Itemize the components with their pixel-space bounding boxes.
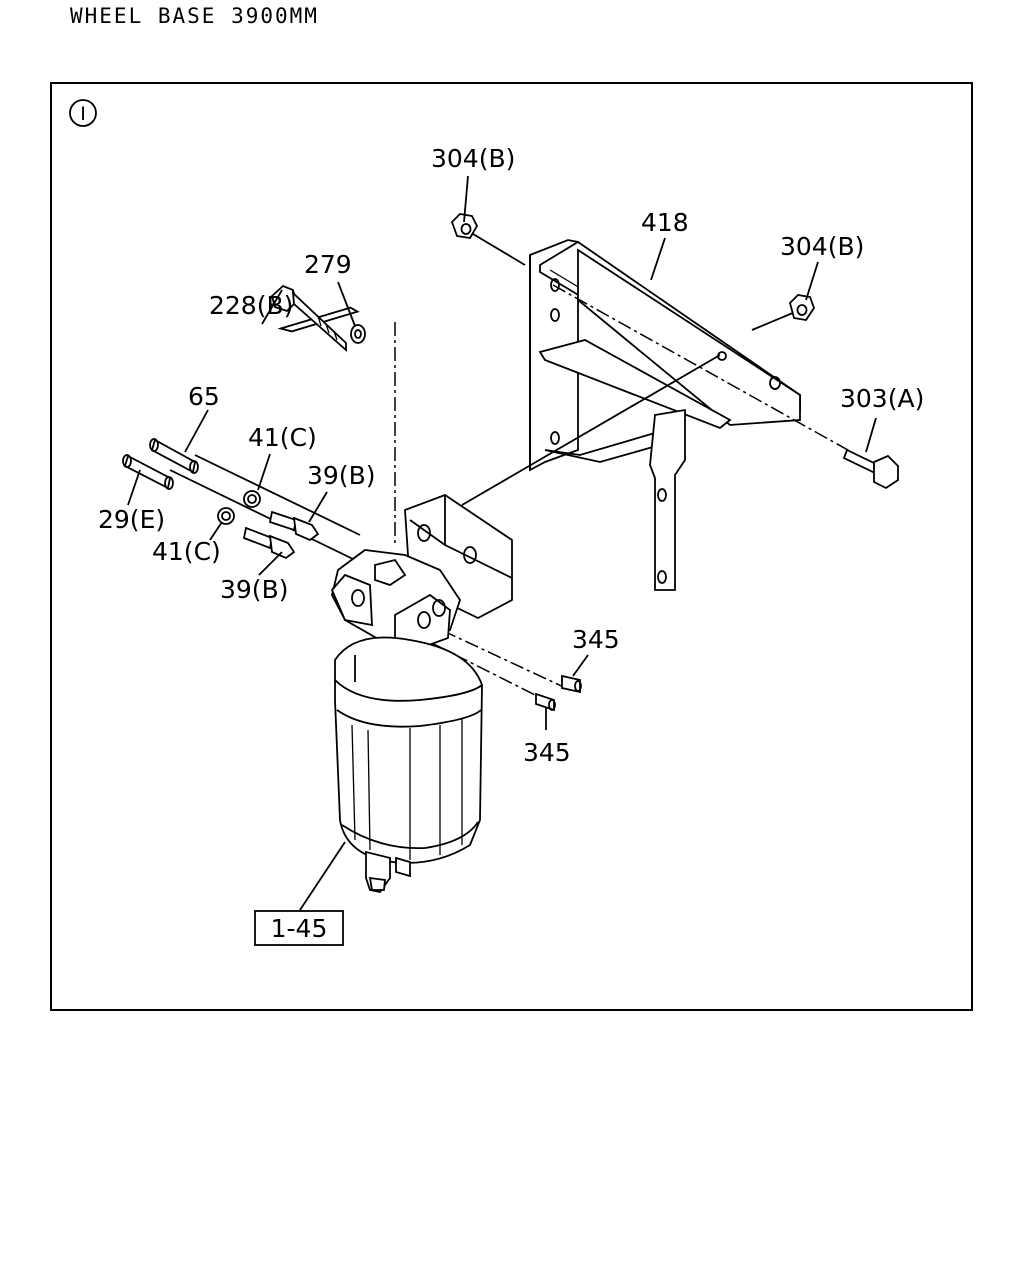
bracket-418: [529, 239, 801, 591]
callout-29e: 29(E): [98, 505, 165, 534]
callout-1-45-box: 1-45: [254, 910, 344, 946]
callout-39b-top: 39(B): [307, 461, 375, 490]
callout-39b-bottom: 39(B): [220, 575, 288, 604]
centerline-303a: [552, 284, 881, 469]
bolt-303a: [842, 448, 899, 490]
callout-304b-right: 304(B): [780, 232, 864, 261]
page-title: WHEEL BASE 3900MM: [70, 4, 319, 28]
washer-279: [350, 324, 366, 344]
bolt-228b-thread-marks: [317, 315, 338, 341]
callout-41c-bottom: 41(C): [152, 537, 221, 566]
callout-65: 65: [188, 382, 220, 411]
callout-418: 418: [641, 208, 689, 237]
fitting-39b-bottom: [242, 526, 296, 560]
view-marker-label: I: [80, 103, 86, 125]
diagram-frame: [50, 82, 973, 1011]
view-marker: I: [69, 99, 97, 127]
fuel-filter-assembly: [330, 493, 513, 893]
callout-304b-top: 304(B): [431, 144, 515, 173]
leader-lines: [127, 175, 877, 911]
plug-345-bottom: [535, 692, 556, 712]
callout-303a: 303(A): [840, 384, 924, 413]
callout-345-bottom: 345: [523, 738, 571, 767]
clamp-41c-bottom: [217, 507, 235, 525]
callout-41c-top: 41(C): [248, 423, 317, 452]
centerline-bracket: [461, 354, 721, 506]
hose-65: [149, 438, 199, 474]
callout-228b: 228(B): [209, 291, 293, 320]
callout-1-45: 1-45: [271, 914, 328, 943]
plug-345-top: [561, 674, 582, 694]
centerline-304b-top: [462, 227, 526, 266]
hose-29e: [122, 454, 174, 490]
nut-304b-right: [788, 294, 816, 321]
callout-279: 279: [304, 250, 352, 279]
callout-345-top: 345: [572, 625, 620, 654]
nut-304b-top: [450, 213, 479, 239]
centerline-hose-65: [194, 454, 361, 536]
clamp-41c-top: [243, 490, 261, 508]
centerline-hose-e: [169, 469, 356, 561]
fitting-39b-top: [268, 510, 320, 542]
